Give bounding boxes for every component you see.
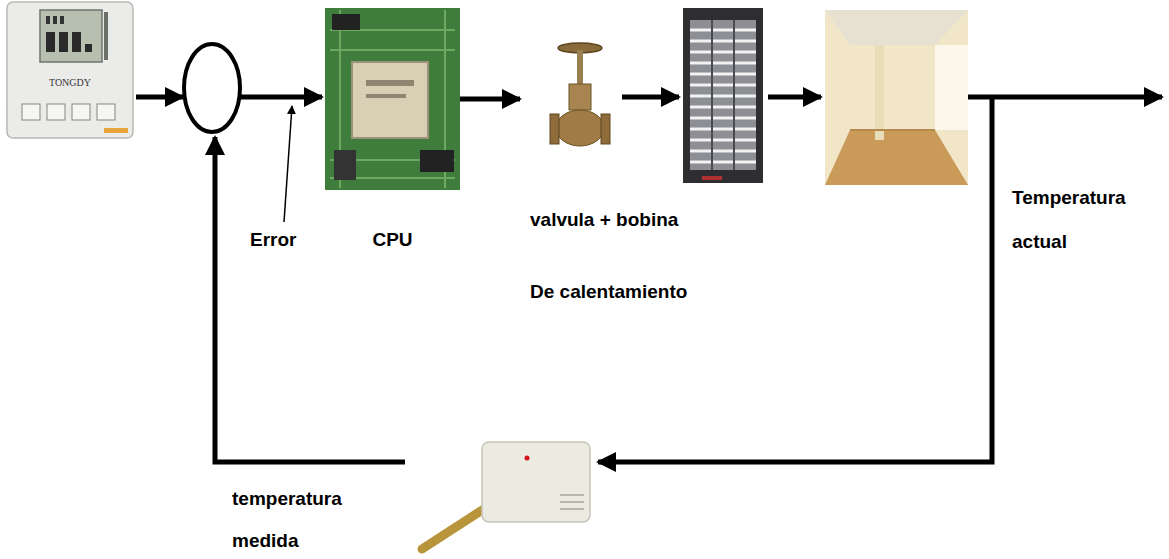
output-line: [968, 95, 1162, 100]
drawing-part: [330, 10, 455, 188]
drawing-part: [702, 176, 722, 180]
drawing-part: [22, 104, 40, 120]
drawing-part: [556, 110, 604, 146]
drawing-part: [7, 2, 133, 138]
drawing-part: [40, 10, 102, 62]
drawing-part: [825, 10, 968, 45]
drawing-part: [46, 16, 50, 24]
feedback-line: [215, 137, 405, 462]
drawing-part: [104, 12, 108, 60]
drawing-part: [60, 16, 64, 24]
sensor-picture: [422, 442, 590, 549]
drawing-part: [72, 32, 81, 52]
node-caption: temperatura medida: [232, 478, 362, 559]
drawing-part: [46, 32, 55, 52]
drawing-part: [59, 32, 68, 52]
drawing-part: [712, 20, 734, 170]
drawing-part: [690, 20, 756, 170]
drawing-part: [690, 30, 756, 162]
node-caption: CPU: [325, 228, 460, 252]
drawing-part: [325, 8, 460, 190]
drawing-part: [366, 80, 414, 86]
drawing-part: [825, 130, 968, 185]
feedback-line: [598, 97, 992, 462]
drawing-part: [72, 104, 90, 120]
drawing-part: [352, 62, 428, 138]
drawing-part: [601, 114, 610, 144]
drawing-part: [97, 104, 115, 120]
drawing-part: [482, 442, 590, 522]
drawing-part: [332, 14, 360, 30]
drawing-part: [47, 104, 65, 120]
signal-label: Error: [250, 228, 320, 252]
drawing-part: [104, 128, 128, 133]
thermostat-box: TONGDY: [5, 2, 135, 140]
drawing-part: [560, 495, 584, 509]
drawing-part: [825, 10, 968, 185]
drawing-part: [683, 8, 763, 183]
sensor-box: temperatura medida: [415, 438, 595, 558]
drawing-part: [875, 45, 884, 140]
summing-junction: [184, 44, 240, 132]
signal-label: Temperatura actual: [1012, 176, 1162, 264]
drawing-part: [935, 45, 968, 130]
room-picture: [825, 10, 968, 185]
valve-picture: [550, 43, 610, 146]
drawing-part: [53, 16, 57, 24]
signal-line: [622, 95, 679, 100]
cpu-box: CPU: [325, 8, 460, 190]
drawing-part: [550, 114, 559, 144]
drawing-part: [569, 84, 591, 110]
drawing-part: [422, 505, 490, 549]
drawing-part: [85, 44, 92, 52]
heater-picture: [683, 8, 763, 183]
node-caption: TONGDY: [5, 76, 135, 90]
drawing-part: [850, 129, 935, 131]
drawing-part: [577, 50, 583, 86]
signal-line: [136, 95, 183, 100]
drawing-part: [420, 150, 454, 172]
signal-connector: [460, 97, 520, 102]
thermostat-picture: [7, 2, 133, 138]
drawing-part: [525, 456, 530, 461]
node-caption: valvula + bobina De calentamiento: [530, 184, 702, 328]
drawing-part: [334, 150, 356, 180]
drawing-part: [366, 94, 406, 98]
leader-line: [284, 106, 292, 222]
signal-line: [768, 95, 821, 100]
signal-line: [240, 95, 322, 100]
actuator-box: valvula + bobina De calentamiento: [520, 8, 765, 183]
cpu-picture: [325, 8, 460, 190]
